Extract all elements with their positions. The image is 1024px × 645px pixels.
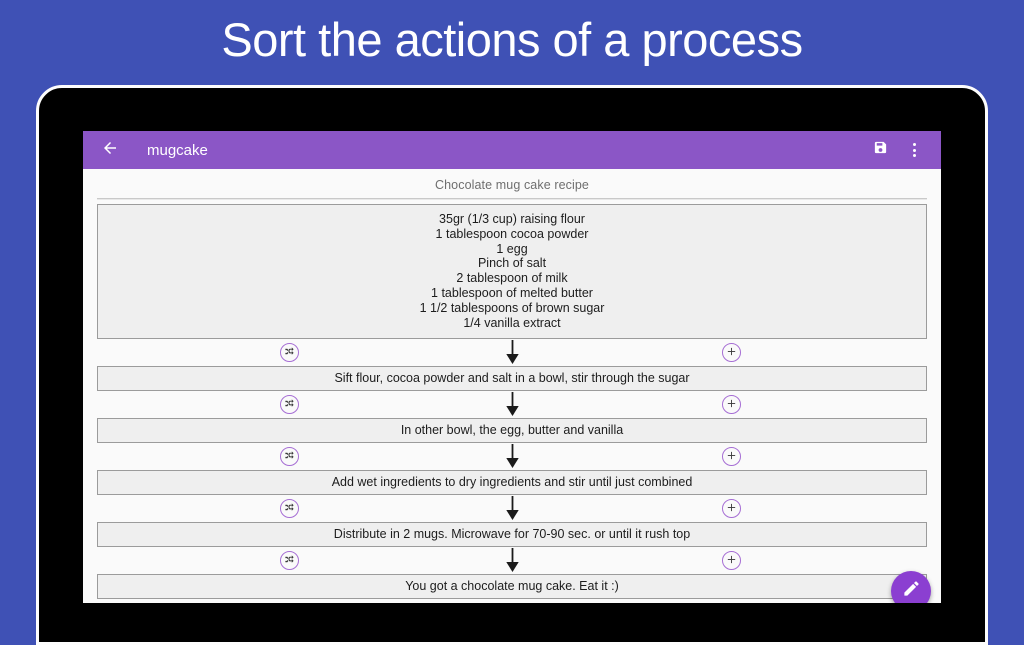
shuffle-icon (284, 344, 295, 362)
arrow-left-icon (101, 139, 119, 162)
overflow-menu-button[interactable] (901, 137, 927, 163)
plus-icon (726, 552, 737, 570)
shuffle-icon (284, 552, 295, 570)
shuffle-step-button[interactable] (280, 499, 299, 519)
shuffle-step-button[interactable] (280, 343, 299, 363)
arrow-down-icon (97, 496, 927, 521)
ingredient-line: 1/4 vanilla extract (463, 315, 561, 330)
title-divider (97, 198, 927, 200)
ingredients-box[interactable]: 35gr (1/3 cup) raising flour 1 tablespoo… (97, 204, 927, 340)
shuffle-step-button[interactable] (280, 551, 299, 571)
ingredient-line: 35gr (1/3 cup) raising flour (439, 212, 585, 226)
shuffle-icon (284, 396, 295, 414)
step-connector (97, 391, 927, 418)
edit-fab-button[interactable] (891, 571, 931, 603)
shuffle-step-button[interactable] (280, 447, 299, 467)
arrow-down-icon (97, 444, 927, 469)
plus-icon (726, 500, 737, 518)
add-step-button[interactable] (722, 447, 741, 467)
step-connector (97, 495, 927, 522)
pencil-edit-icon (902, 579, 921, 603)
shuffle-step-button[interactable] (280, 395, 299, 415)
save-floppy-icon (873, 140, 888, 160)
promo-headline: Sort the actions of a process (221, 13, 803, 66)
plus-icon (726, 396, 737, 414)
plus-icon (726, 344, 737, 362)
app-bar: mugcake (83, 131, 941, 169)
app-bar-title: mugcake (147, 141, 208, 159)
add-step-button[interactable] (722, 499, 741, 519)
step-connector (97, 547, 927, 574)
plus-icon (726, 448, 737, 466)
ingredient-line: 1 tablespoon cocoa powder (435, 226, 589, 241)
shuffle-icon (284, 500, 295, 518)
ingredient-line: 1 1/2 tablespoons of brown sugar (419, 300, 605, 315)
overflow-menu-icon (912, 143, 916, 157)
shuffle-icon (284, 448, 295, 466)
step-connector (97, 339, 927, 366)
step-box[interactable]: Distribute in 2 mugs. Microwave for 70-9… (97, 522, 927, 548)
ingredient-line: 2 tablespoon of milk (456, 271, 568, 286)
ingredient-line: 1 egg (496, 241, 528, 256)
tablet-device-frame: mugcake Chocolate mug cake recipe (36, 85, 988, 645)
step-connector (97, 443, 927, 470)
ingredient-line: 1 tablespoon of melted butter (431, 285, 593, 300)
arrow-down-icon (97, 340, 927, 365)
promo-screenshot: Sort the actions of a process mugcake (36, 13, 988, 645)
add-step-button[interactable] (722, 551, 741, 571)
step-box[interactable]: You got a chocolate mug cake. Eat it :) (97, 574, 927, 600)
add-step-button[interactable] (722, 395, 741, 415)
add-step-button[interactable] (722, 343, 741, 363)
ingredient-line: Pinch of salt (477, 256, 547, 271)
save-button[interactable] (867, 137, 893, 163)
app-screen: mugcake Chocolate mug cake recipe (83, 131, 941, 603)
step-box[interactable]: Add wet ingredients to dry ingredients a… (97, 470, 927, 496)
arrow-down-icon (97, 548, 927, 573)
step-box[interactable]: Sift flour, cocoa powder and salt in a b… (97, 366, 927, 392)
recipe-content: Chocolate mug cake recipe 35gr (1/3 cup)… (83, 169, 941, 603)
back-button[interactable] (97, 137, 123, 163)
recipe-title: Chocolate mug cake recipe (435, 178, 589, 192)
arrow-down-icon (97, 392, 927, 417)
step-box[interactable]: In other bowl, the egg, butter and vanil… (97, 418, 927, 444)
